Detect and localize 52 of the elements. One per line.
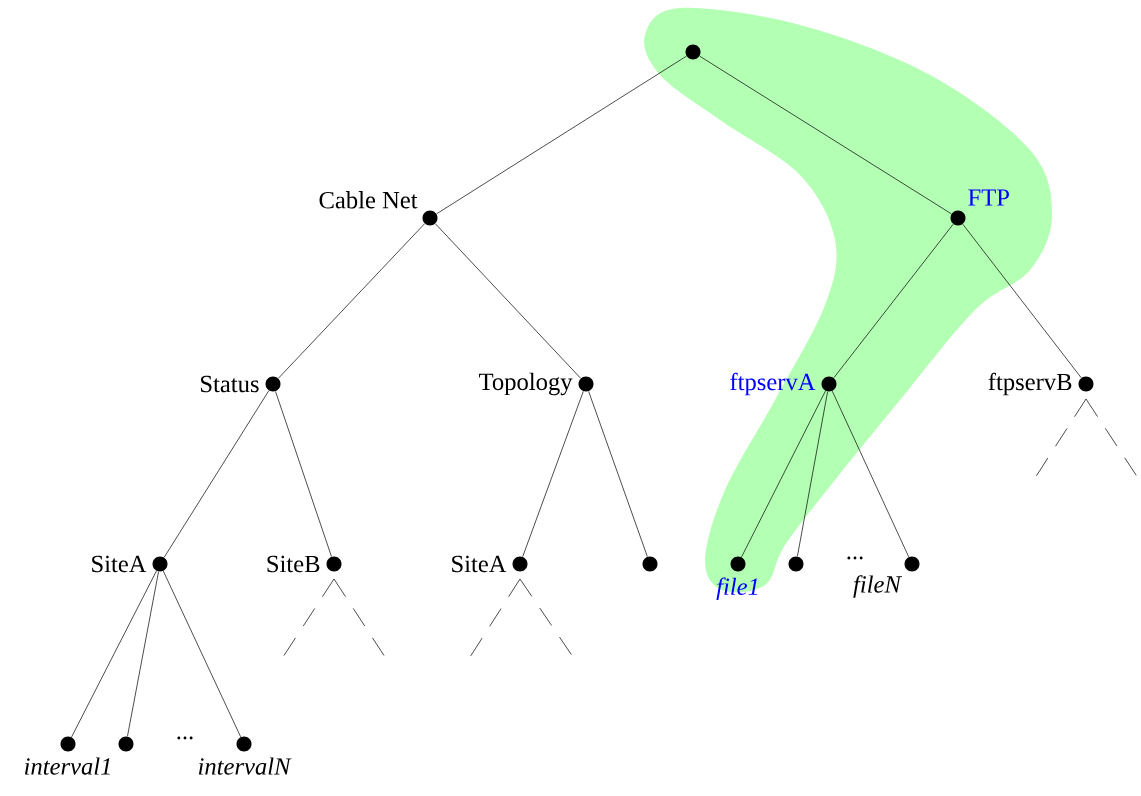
dashed-line [282,578,335,658]
node-label: SiteA [92,555,147,573]
tree-line [163,570,242,738]
node-label: intervalN [198,757,292,775]
tree-line [797,391,828,557]
node-label: ftpservA [730,372,816,396]
ellipsis: ... [177,736,193,740]
tree-line [699,55,952,215]
tree-node [118,736,134,752]
tree-node: SiteA [452,555,528,573]
tree-line [833,223,954,379]
tree-line [71,570,157,738]
tree-line [588,391,648,557]
tree-node: Cable Net [319,191,438,226]
node-label: SiteB [267,555,320,573]
tree-node: interval1 [24,736,110,775]
tree-node [642,556,658,572]
node-label: Status [201,375,259,393]
node-label: ftpservB [988,372,1072,396]
tree-node: FTP [950,189,1009,226]
ellipsis: ... [847,556,863,560]
tree-node: ftpservB [988,372,1094,396]
tree-node: SiteA [92,555,168,573]
node-label: Cable Net [319,191,418,209]
node-label: Topology [479,372,573,396]
tree-node [685,44,701,60]
node-label: file1 [716,577,758,601]
dashed-line [1034,398,1087,479]
tree-line [275,391,332,557]
tree-line [127,571,159,737]
node-label: interval1 [24,757,110,775]
node-label: FTP [968,189,1009,206]
tree-line [163,390,270,558]
tree-node: Status [201,375,281,393]
tree-node: Topology [479,372,594,396]
tree-node: ftpservA [730,372,837,396]
node-label: fileN [853,575,902,598]
tree-line [962,223,1082,379]
tree-node: intervalN [198,736,292,775]
tree-node [788,556,804,572]
tree-node: SiteB [267,555,342,573]
dashed-line [519,578,574,658]
tree-line [831,390,910,558]
tree-line [741,390,826,558]
tree-line [436,55,687,215]
node-label: SiteA [452,555,507,573]
tree-line [278,223,425,379]
dashed-line [333,578,386,658]
tree-line [522,391,584,557]
tree-node: file1 [716,556,758,601]
dashed-line [469,578,521,658]
tree-line [435,223,581,379]
